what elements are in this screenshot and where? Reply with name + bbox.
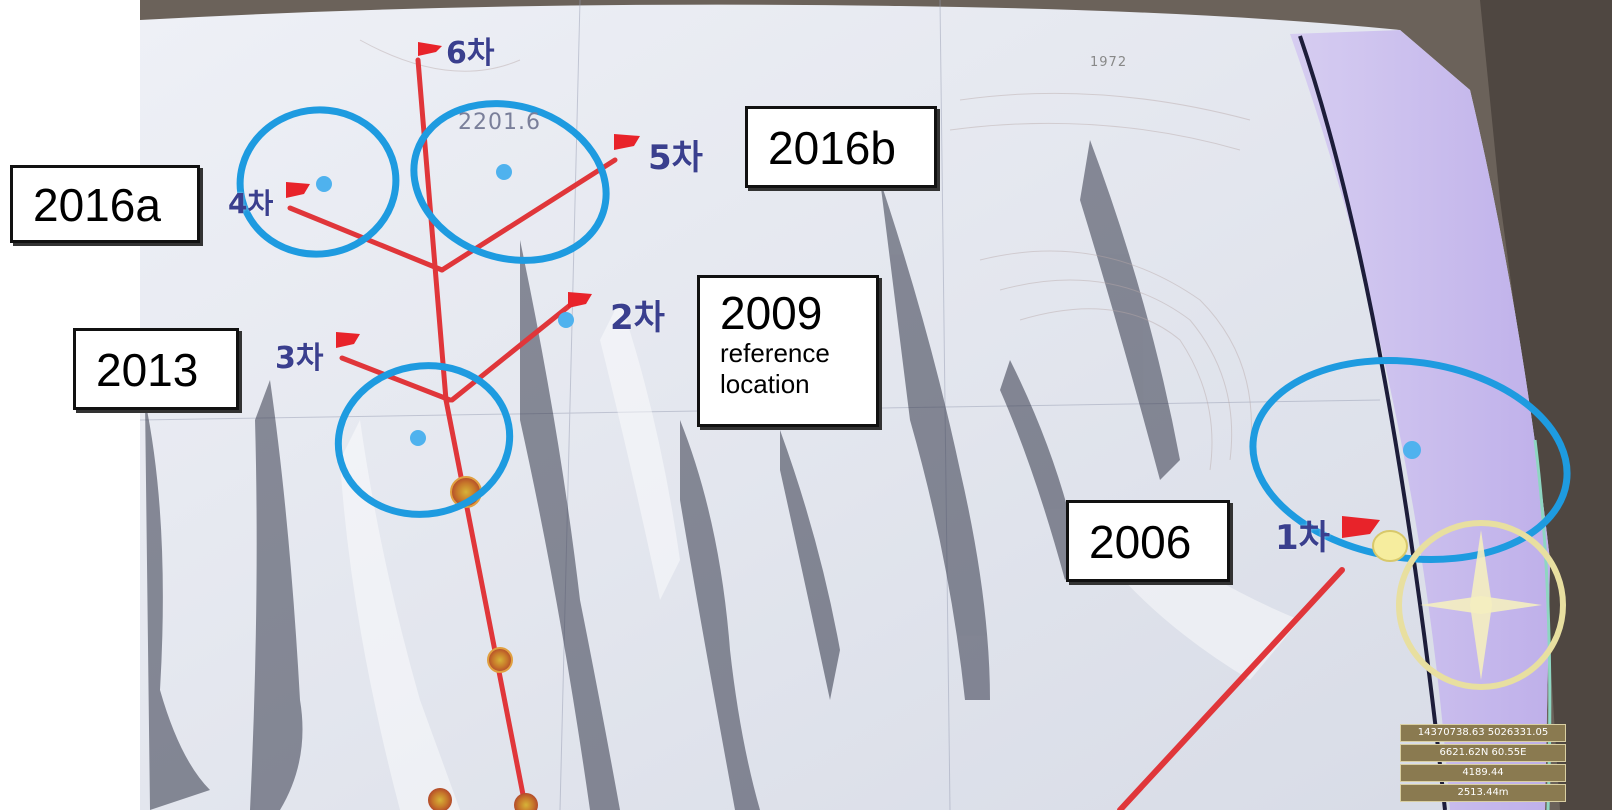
flag-label-2: 2차 (610, 298, 665, 338)
label-2009: 2009 reference location (697, 275, 879, 427)
coordinate-readout: 14370738.63 5026331.05 6621.62N 60.55E 4… (1400, 724, 1566, 804)
coordinate-eye-altitude: 2513.44m (1400, 784, 1566, 802)
label-2006: 2006 (1066, 500, 1230, 582)
label-2016b-year: 2016b (768, 122, 896, 174)
coordinate-latlon: 6621.62N 60.55E (1400, 744, 1566, 762)
flag-label-4: 4차 (228, 187, 274, 220)
tunnel-main-upper (415, 57, 449, 403)
contour-lines (359, 39, 1252, 471)
marker-dot-icon (316, 164, 1421, 459)
label-2013: 2013 (73, 328, 239, 410)
label-2016a: 2016a (10, 165, 200, 243)
label-2016b: 2016b (745, 106, 937, 188)
flag-label-5: 5차 (648, 138, 703, 178)
circle-2016a (236, 106, 400, 258)
coordinate-projected: 14370738.63 5026331.05 (1400, 724, 1566, 742)
flag-label-3: 3차 (275, 341, 324, 376)
circle-2013 (334, 362, 514, 518)
elevation-label-main: 2201.6 (458, 110, 541, 135)
flag-label-1: 1차 (1275, 518, 1330, 558)
elevation-label-right: 1972 (1090, 55, 1128, 70)
flag-label-6: 6차 (446, 36, 495, 71)
tunnel-network (287, 57, 1345, 810)
tunnel-branch-1 (1117, 567, 1345, 810)
label-2006-year: 2006 (1089, 516, 1192, 568)
label-2009-line2: location (720, 369, 810, 399)
label-2013-year: 2013 (96, 344, 199, 396)
coordinate-elevation: 4189.44 (1400, 764, 1566, 782)
location-marker-icon (1372, 530, 1408, 562)
label-2009-line1: reference (720, 338, 830, 368)
tunnel-branch-3 (339, 355, 453, 403)
satellite-dark-ridge (1480, 0, 1612, 810)
flag-icon (286, 42, 1380, 538)
compass-icon[interactable] (1396, 520, 1566, 690)
terrain-shadows (145, 140, 1180, 810)
circle-2016b (410, 100, 610, 264)
marker-circles (236, 100, 1571, 564)
label-2016a-year: 2016a (33, 179, 161, 231)
label-2009-year: 2009 (720, 287, 823, 339)
tunnel-branch-2 (449, 299, 577, 403)
tunnel-main-lower (443, 397, 529, 810)
